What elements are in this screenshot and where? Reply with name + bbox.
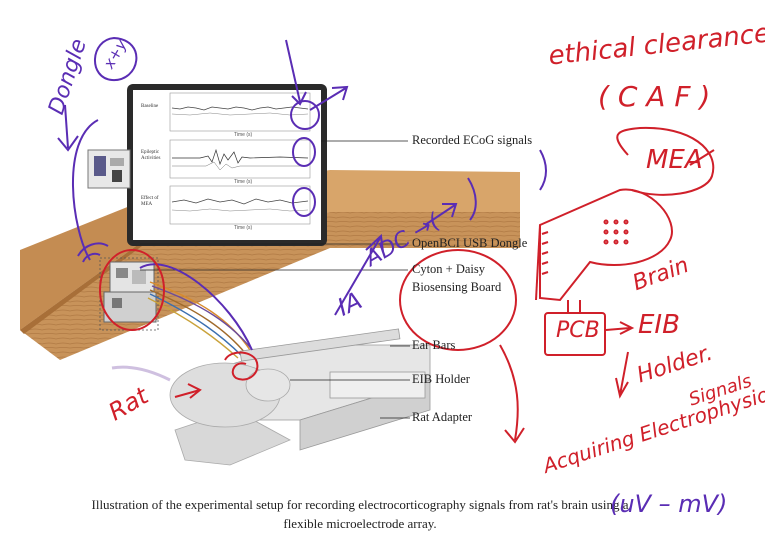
panel-label-mea: Effect of MEA [141,196,169,208]
time-axis-label: Time (s) [234,179,252,185]
figure-caption: Illustration of the experimental setup f… [20,495,700,533]
handwriting-mea: MEA [646,145,703,175]
handwriting-caf: ( C A F ) [598,80,710,113]
panel-label-baseline: Baseline [141,104,158,110]
label-recorded-ecog: Recorded ECoG signals [412,133,532,148]
label-ear-bars: Ear Bars [412,338,455,353]
label-biosensing-board: Biosensing Board [412,280,501,295]
handwriting-eib: EIB [638,310,680,340]
time-axis-label: Time (s) [234,225,252,231]
caption-line-2: flexible microelectrode array. [283,516,436,531]
panel-label-epileptic: Epileptic Activities [141,150,169,162]
caption-line-1: Illustration of the experimental setup f… [92,497,629,512]
usb-dongle [88,150,130,188]
time-axis-label: Time (s) [234,132,252,138]
label-cyton-daisy: Cyton + Daisy [412,262,485,277]
label-rat-adapter: Rat Adapter [412,410,472,425]
handwriting-uv-mv: (uV – mV) [610,490,727,518]
label-eib-holder: EIB Holder [412,372,470,387]
handwriting-pcb: PCB [556,318,600,343]
